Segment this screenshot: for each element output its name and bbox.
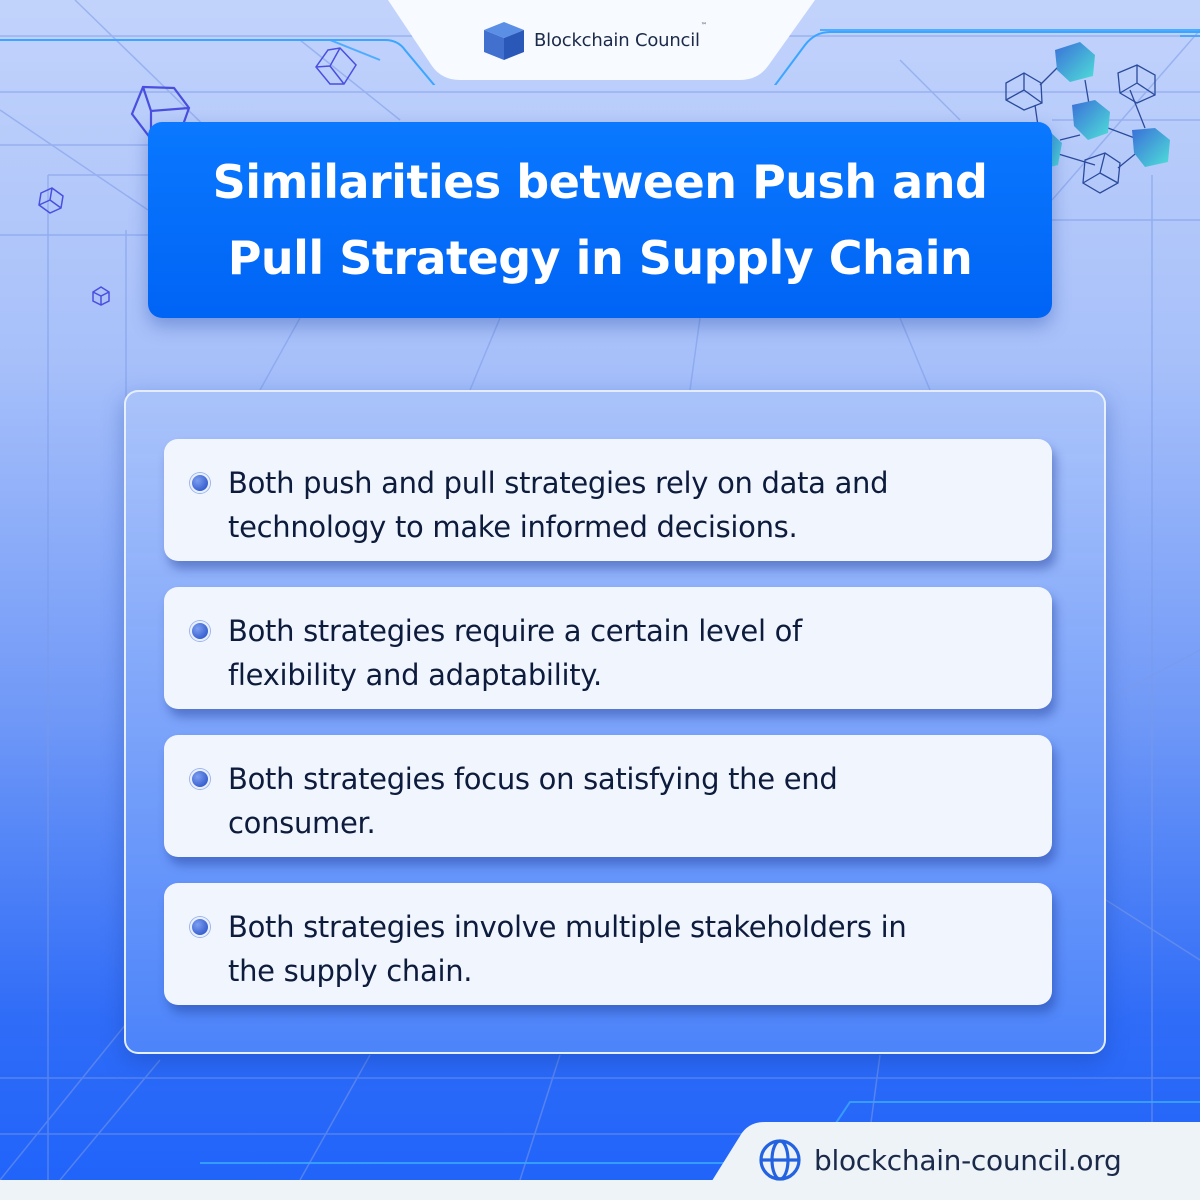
brand-name: Blockchain Council™: [534, 21, 707, 51]
similarity-text: Both strategies require a certain level …: [228, 614, 802, 692]
title-line-1: Similarities between Push and: [212, 155, 988, 209]
similarity-text: Both push and pull strategies rely on da…: [228, 466, 889, 544]
logo-tab-shape: [0, 0, 1200, 85]
page-title: Similarities between Push and Pull Strat…: [213, 144, 988, 296]
similarity-card: Both push and pull strategies rely on da…: [164, 439, 1052, 561]
similarity-card: Both strategies focus on satisfying the …: [164, 735, 1052, 857]
similarity-card: Both strategies involve multiple stakeho…: [164, 883, 1052, 1005]
similarity-card: Both strategies require a certain level …: [164, 587, 1052, 709]
bullet-icon: [190, 917, 210, 937]
logo-tab: Blockchain Council™: [0, 0, 1200, 85]
bullet-icon: [190, 769, 210, 789]
title-banner: Similarities between Push and Pull Strat…: [148, 122, 1052, 318]
website-url: blockchain-council.org: [814, 1143, 1122, 1177]
blue-cube-icon: [484, 22, 524, 60]
bullet-icon: [190, 621, 210, 641]
brand-logo[interactable]: Blockchain Council™: [482, 18, 707, 62]
similarity-text: Both strategies involve multiple stakeho…: [228, 910, 907, 988]
title-line-2: Pull Strategy in Supply Chain: [227, 231, 973, 285]
bullet-icon: [190, 473, 210, 493]
similarity-text: Both strategies focus on satisfying the …: [228, 762, 838, 840]
footer-tab-shape: [700, 1122, 1200, 1200]
website-link[interactable]: blockchain-council.org: [758, 1138, 1122, 1182]
globe-icon: [759, 1139, 801, 1181]
